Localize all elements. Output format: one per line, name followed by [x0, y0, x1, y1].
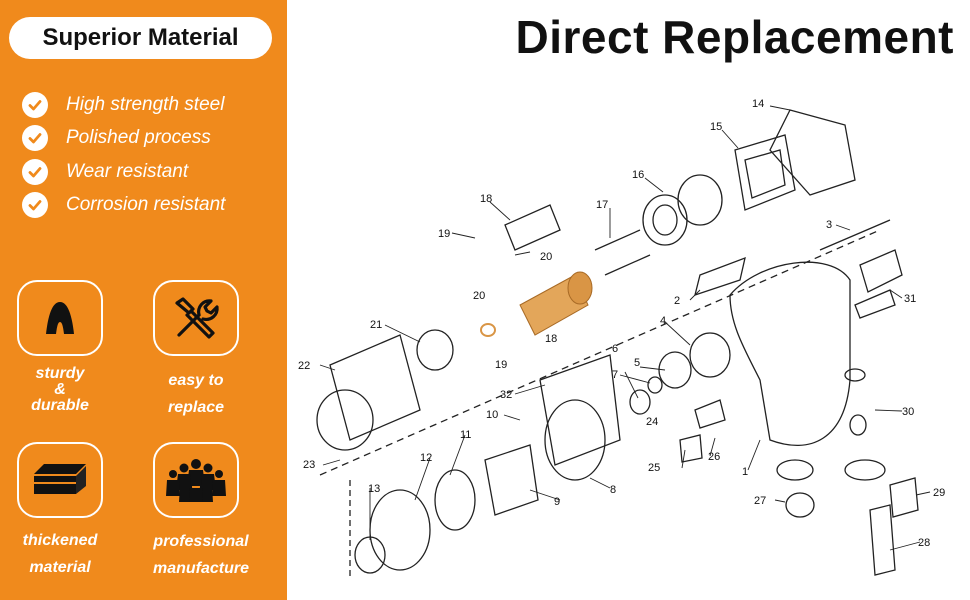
callout-25: 25: [648, 462, 660, 474]
badge-label-thickened: thickened material: [4, 527, 116, 581]
section-title: Superior Material: [9, 17, 272, 59]
callout-18: 18: [545, 333, 557, 345]
callout-6: 6: [612, 343, 618, 355]
badge-label-line: manufacture: [152, 560, 250, 577]
callout-19: 19: [495, 359, 507, 371]
callout-11: 11: [460, 429, 471, 441]
check-icon: [22, 125, 48, 152]
callout-32: 32: [500, 389, 512, 401]
check-icon: [22, 158, 48, 185]
callout-8: 8: [610, 484, 616, 496]
part-callouts: 14 15 16 17 3 18 19 20 2 31 20 21 4 18 5…: [298, 98, 945, 549]
badge-easy-replace: [153, 280, 239, 356]
feature-item: High strength steel: [22, 88, 225, 122]
feature-text: Wear resistant: [66, 160, 189, 182]
feature-text: High strength steel: [66, 93, 225, 115]
callout-28: 28: [918, 537, 930, 549]
highlighted-anvil: [480, 271, 593, 337]
badge-label-line: thickened: [22, 532, 98, 549]
badge-thickened: [17, 442, 103, 518]
feature-text: Polished process: [66, 127, 211, 149]
badge-label-easy: easy to replace: [153, 367, 239, 421]
feature-item: Corrosion resistant: [22, 189, 225, 223]
badge-label-line: material: [29, 559, 91, 576]
callout-21: 21: [370, 319, 382, 331]
sturdy-icon: [46, 302, 74, 334]
badge-professional: [153, 442, 239, 518]
check-icon: [22, 192, 48, 219]
callout-14: 14: [752, 98, 764, 110]
callout-26: 26: [708, 451, 720, 463]
badge-label-line: professional: [153, 533, 249, 550]
callout-29: 29: [933, 487, 945, 499]
callout-30: 30: [902, 406, 914, 418]
callout-19: 19: [438, 228, 450, 240]
callout-2: 2: [674, 295, 680, 307]
callout-23: 23: [303, 459, 315, 471]
feature-list: High strength steel Polished process Wea…: [22, 88, 225, 222]
feature-item: Polished process: [22, 122, 225, 156]
callout-16: 16: [632, 169, 644, 181]
callout-4: 4: [660, 315, 666, 327]
feature-item: Wear resistant: [22, 155, 225, 189]
check-icon: [22, 91, 48, 118]
callout-20: 20: [473, 290, 485, 302]
page-title: Direct Replacement: [515, 11, 954, 63]
callout-17: 17: [596, 199, 608, 211]
callout-5: 5: [634, 357, 640, 369]
left-panel: Superior Material High strength steel Po…: [0, 0, 287, 600]
callout-7: 7: [612, 369, 618, 381]
badge-label-professional: professional manufacture: [138, 528, 264, 582]
team-icon: [166, 459, 226, 502]
callout-20: 20: [540, 251, 552, 263]
callout-10: 10: [486, 409, 498, 421]
callout-18: 18: [480, 193, 492, 205]
callout-24: 24: [646, 416, 658, 428]
callout-27: 27: [754, 495, 766, 507]
callout-31: 31: [904, 293, 916, 305]
callout-3: 3: [826, 219, 832, 231]
callout-15: 15: [710, 121, 722, 133]
badge-label-line: replace: [167, 399, 225, 416]
callout-13: 13: [368, 483, 380, 495]
feature-text: Corrosion resistant: [66, 194, 226, 216]
callout-22: 22: [298, 360, 310, 372]
callout-12: 12: [420, 452, 432, 464]
callout-1: 1: [742, 466, 748, 478]
badge-label-sturdy: sturdy & durable: [17, 364, 103, 416]
badge-sturdy: [17, 280, 103, 356]
wrench-screwdriver-icon: [175, 297, 219, 339]
exploded-parts-diagram: 14 15 16 17 3 18 19 20 2 31 20 21 4 18 5…: [298, 98, 945, 580]
badge-label-line: durable: [31, 397, 89, 414]
badge-label-line: &: [54, 381, 66, 398]
thick-plate-icon: [34, 464, 86, 494]
badge-label-line: sturdy: [35, 365, 85, 382]
callout-9: 9: [554, 496, 560, 508]
badge-label-line: easy to: [168, 372, 224, 389]
